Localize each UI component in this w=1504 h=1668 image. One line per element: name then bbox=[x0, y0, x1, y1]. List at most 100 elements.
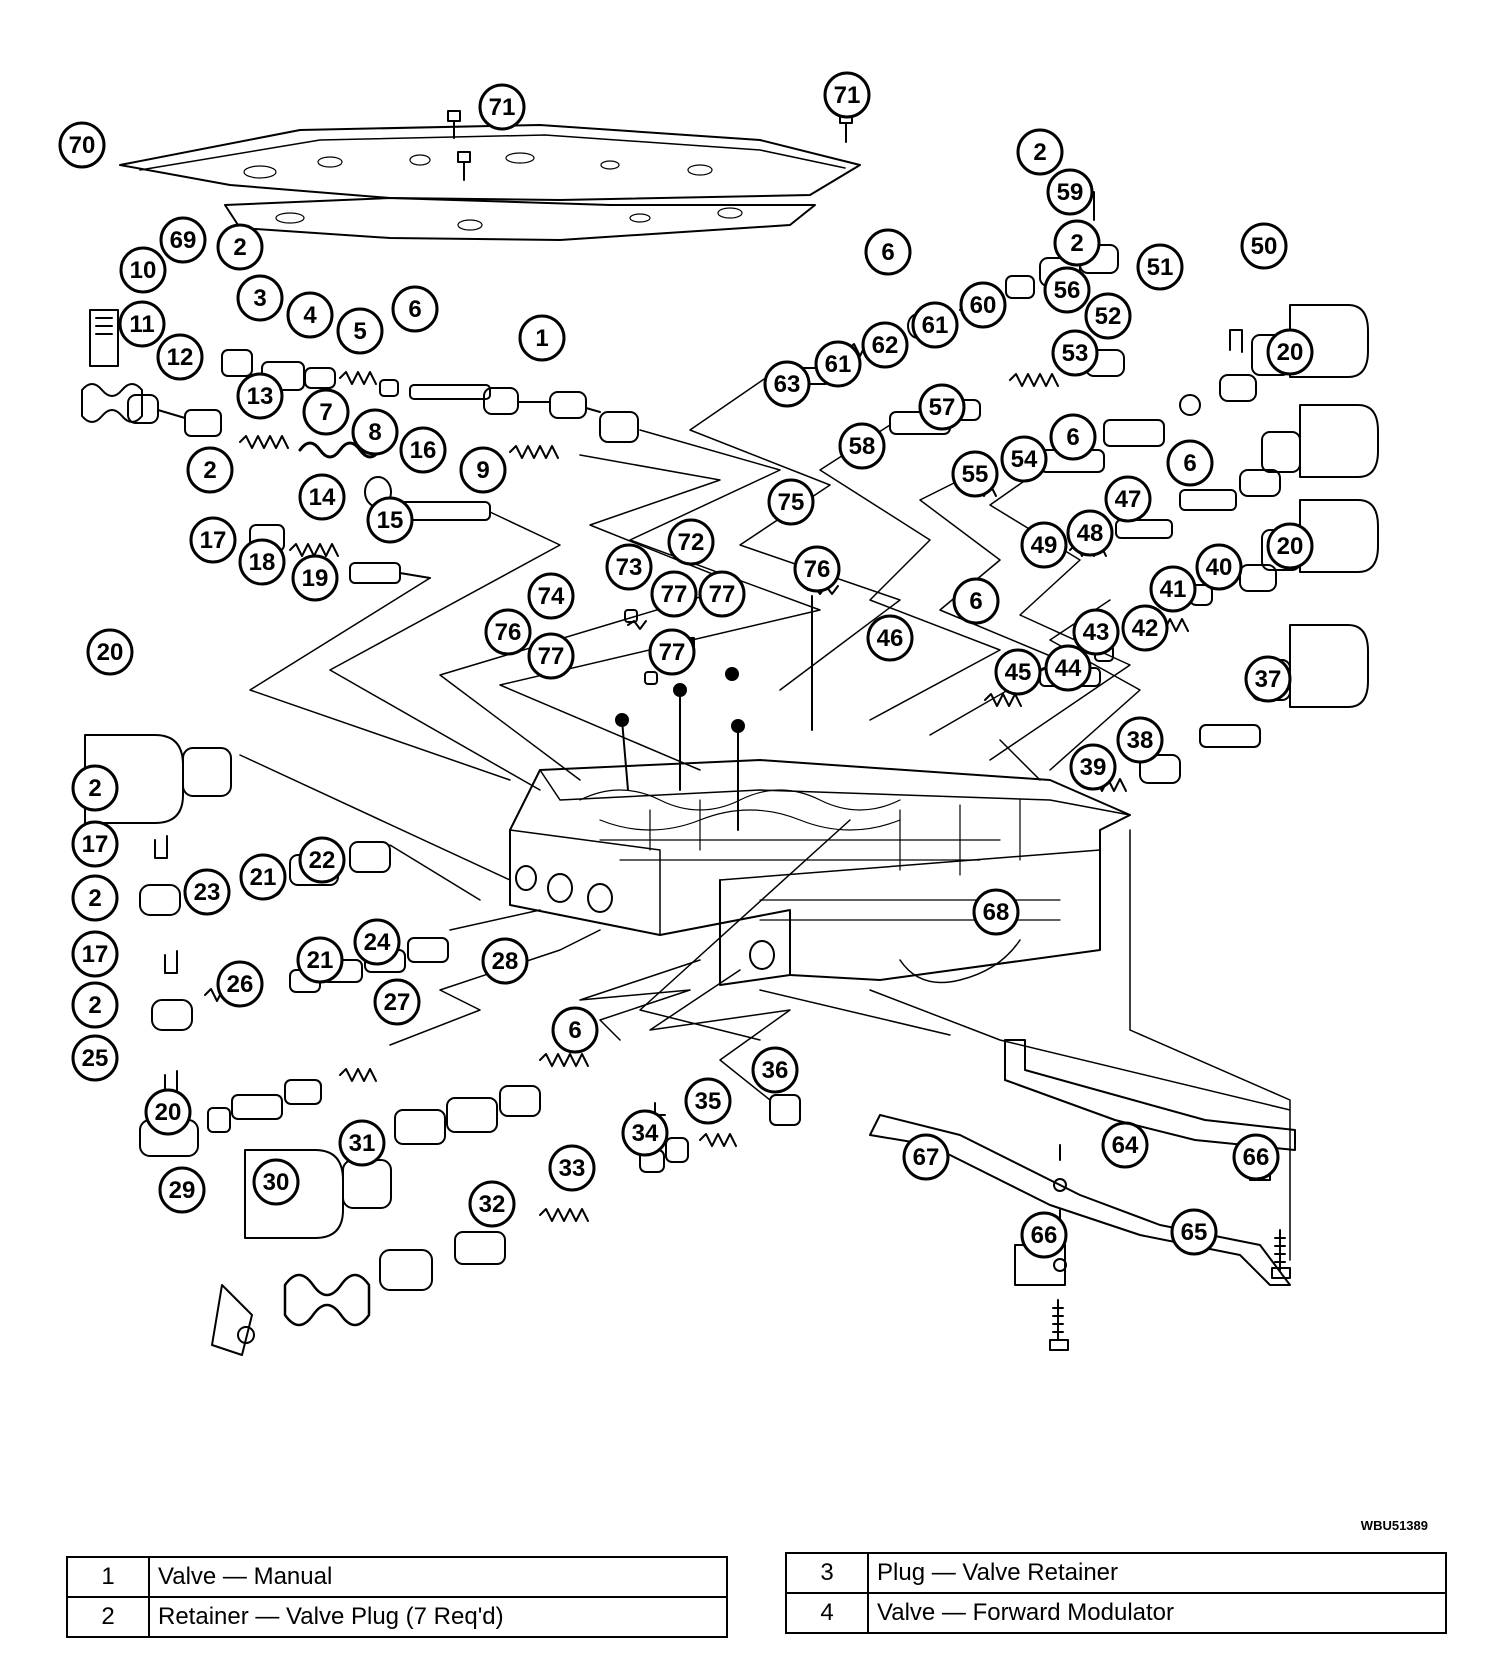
callout-circle bbox=[71, 930, 119, 978]
callout-21: 21 bbox=[239, 853, 287, 901]
callout-circle bbox=[336, 307, 384, 355]
callout-circle bbox=[767, 478, 815, 526]
callout-circle bbox=[1020, 521, 1068, 569]
callout-number: 37 bbox=[1255, 666, 1282, 693]
callout-circle bbox=[353, 918, 401, 966]
callout-8: 8 bbox=[351, 408, 399, 456]
callout-number: 4 bbox=[303, 302, 317, 329]
callout-circle bbox=[298, 473, 346, 521]
callout-2: 2 bbox=[1053, 219, 1101, 267]
callout-1: 1 bbox=[518, 314, 566, 362]
callout-35: 35 bbox=[684, 1077, 732, 1125]
callout-42: 42 bbox=[1121, 604, 1169, 652]
valve-body-casting bbox=[509, 759, 1131, 986]
callout-circle bbox=[823, 71, 871, 119]
callout-number: 2 bbox=[88, 992, 101, 1019]
callout-circle bbox=[144, 1088, 192, 1136]
callout-69: 69 bbox=[159, 216, 207, 264]
legend-description: Plug — Valve Retainer bbox=[867, 1552, 1447, 1594]
callout-circle bbox=[216, 960, 264, 1008]
legend-row: 3 Plug — Valve Retainer bbox=[785, 1552, 1447, 1594]
callout-19: 19 bbox=[291, 554, 339, 602]
callout-circle bbox=[994, 648, 1042, 696]
callout-number: 75 bbox=[778, 489, 805, 516]
callout-number: 3 bbox=[253, 285, 266, 312]
callout-circle bbox=[866, 614, 914, 662]
callout-circle bbox=[951, 450, 999, 498]
callout-33: 33 bbox=[548, 1144, 596, 1192]
callout-circle bbox=[1166, 439, 1214, 487]
callout-73: 73 bbox=[605, 543, 653, 591]
callout-circle bbox=[1016, 128, 1064, 176]
callout-31: 31 bbox=[338, 1119, 386, 1167]
callout-77: 77 bbox=[650, 570, 698, 618]
gasket-lower bbox=[224, 197, 816, 241]
callout-number: 26 bbox=[227, 971, 254, 998]
callout-circle bbox=[391, 285, 439, 333]
callout-number: 2 bbox=[88, 885, 101, 912]
callout-number: 66 bbox=[1031, 1222, 1058, 1249]
callout-number: 10 bbox=[130, 257, 157, 284]
callout-24: 24 bbox=[353, 918, 401, 966]
callout-circle bbox=[551, 1006, 599, 1054]
callout-6: 6 bbox=[1166, 439, 1214, 487]
callout-circle bbox=[648, 628, 696, 676]
callout-circle bbox=[351, 408, 399, 456]
callout-number: 2 bbox=[233, 234, 246, 261]
callout-number: 23 bbox=[194, 879, 221, 906]
callout-circle bbox=[918, 383, 966, 431]
callout-12: 12 bbox=[156, 333, 204, 381]
callout-circle bbox=[814, 340, 862, 388]
callout-circle bbox=[252, 1158, 300, 1206]
callout-number: 53 bbox=[1062, 340, 1089, 367]
callout-2: 2 bbox=[71, 981, 119, 1029]
callout-number: 49 bbox=[1031, 532, 1058, 559]
callout-61: 61 bbox=[911, 301, 959, 349]
callout-circle bbox=[793, 545, 841, 593]
callout-circle bbox=[911, 301, 959, 349]
callout-number: 45 bbox=[1005, 659, 1032, 686]
callout-77: 77 bbox=[527, 632, 575, 680]
callout-circle bbox=[71, 820, 119, 868]
callout-51: 51 bbox=[1136, 243, 1184, 291]
legend-description: Valve — Manual bbox=[148, 1556, 728, 1598]
callout-56: 56 bbox=[1043, 266, 1091, 314]
callout-number: 58 bbox=[849, 433, 876, 460]
callout-45: 45 bbox=[994, 648, 1042, 696]
callout-number: 9 bbox=[476, 457, 489, 484]
callout-number: 21 bbox=[307, 947, 334, 974]
callout-17: 17 bbox=[71, 820, 119, 868]
valve-body-exploded-diagram: 7171706925921023456111121378169141521718… bbox=[58, 71, 1379, 1356]
legend-number: 1 bbox=[66, 1556, 150, 1598]
callout-circle bbox=[366, 496, 414, 544]
callout-75: 75 bbox=[767, 478, 815, 526]
callout-53: 53 bbox=[1051, 329, 1099, 377]
callout-circle bbox=[1053, 219, 1101, 267]
callout-6: 6 bbox=[864, 228, 912, 276]
callout-number: 72 bbox=[678, 529, 705, 556]
callout-number: 66 bbox=[1243, 1144, 1270, 1171]
callout-number: 13 bbox=[247, 383, 274, 410]
callout-2: 2 bbox=[216, 223, 264, 271]
callout-number: 2 bbox=[1033, 139, 1046, 166]
callout-49: 49 bbox=[1020, 521, 1068, 569]
callout-circle bbox=[1051, 329, 1099, 377]
callout-number: 22 bbox=[309, 847, 336, 874]
callout-number: 47 bbox=[1115, 486, 1142, 513]
callout-number: 24 bbox=[364, 929, 391, 956]
callout-25: 25 bbox=[71, 1034, 119, 1082]
callout-circle bbox=[1104, 475, 1152, 523]
callout-number: 7 bbox=[319, 399, 332, 426]
callout-number: 17 bbox=[200, 527, 227, 554]
callout-number: 30 bbox=[263, 1169, 290, 1196]
callout-circle bbox=[605, 543, 653, 591]
callout-number: 61 bbox=[922, 312, 949, 339]
callout-2: 2 bbox=[71, 764, 119, 812]
callout-number: 77 bbox=[709, 581, 736, 608]
callout-6: 6 bbox=[391, 285, 439, 333]
callout-number: 76 bbox=[804, 556, 831, 583]
callout-circle bbox=[189, 516, 237, 564]
callout-circle bbox=[158, 1166, 206, 1214]
callout-60: 60 bbox=[959, 281, 1007, 329]
legend-row: 4 Valve — Forward Modulator bbox=[785, 1592, 1447, 1634]
